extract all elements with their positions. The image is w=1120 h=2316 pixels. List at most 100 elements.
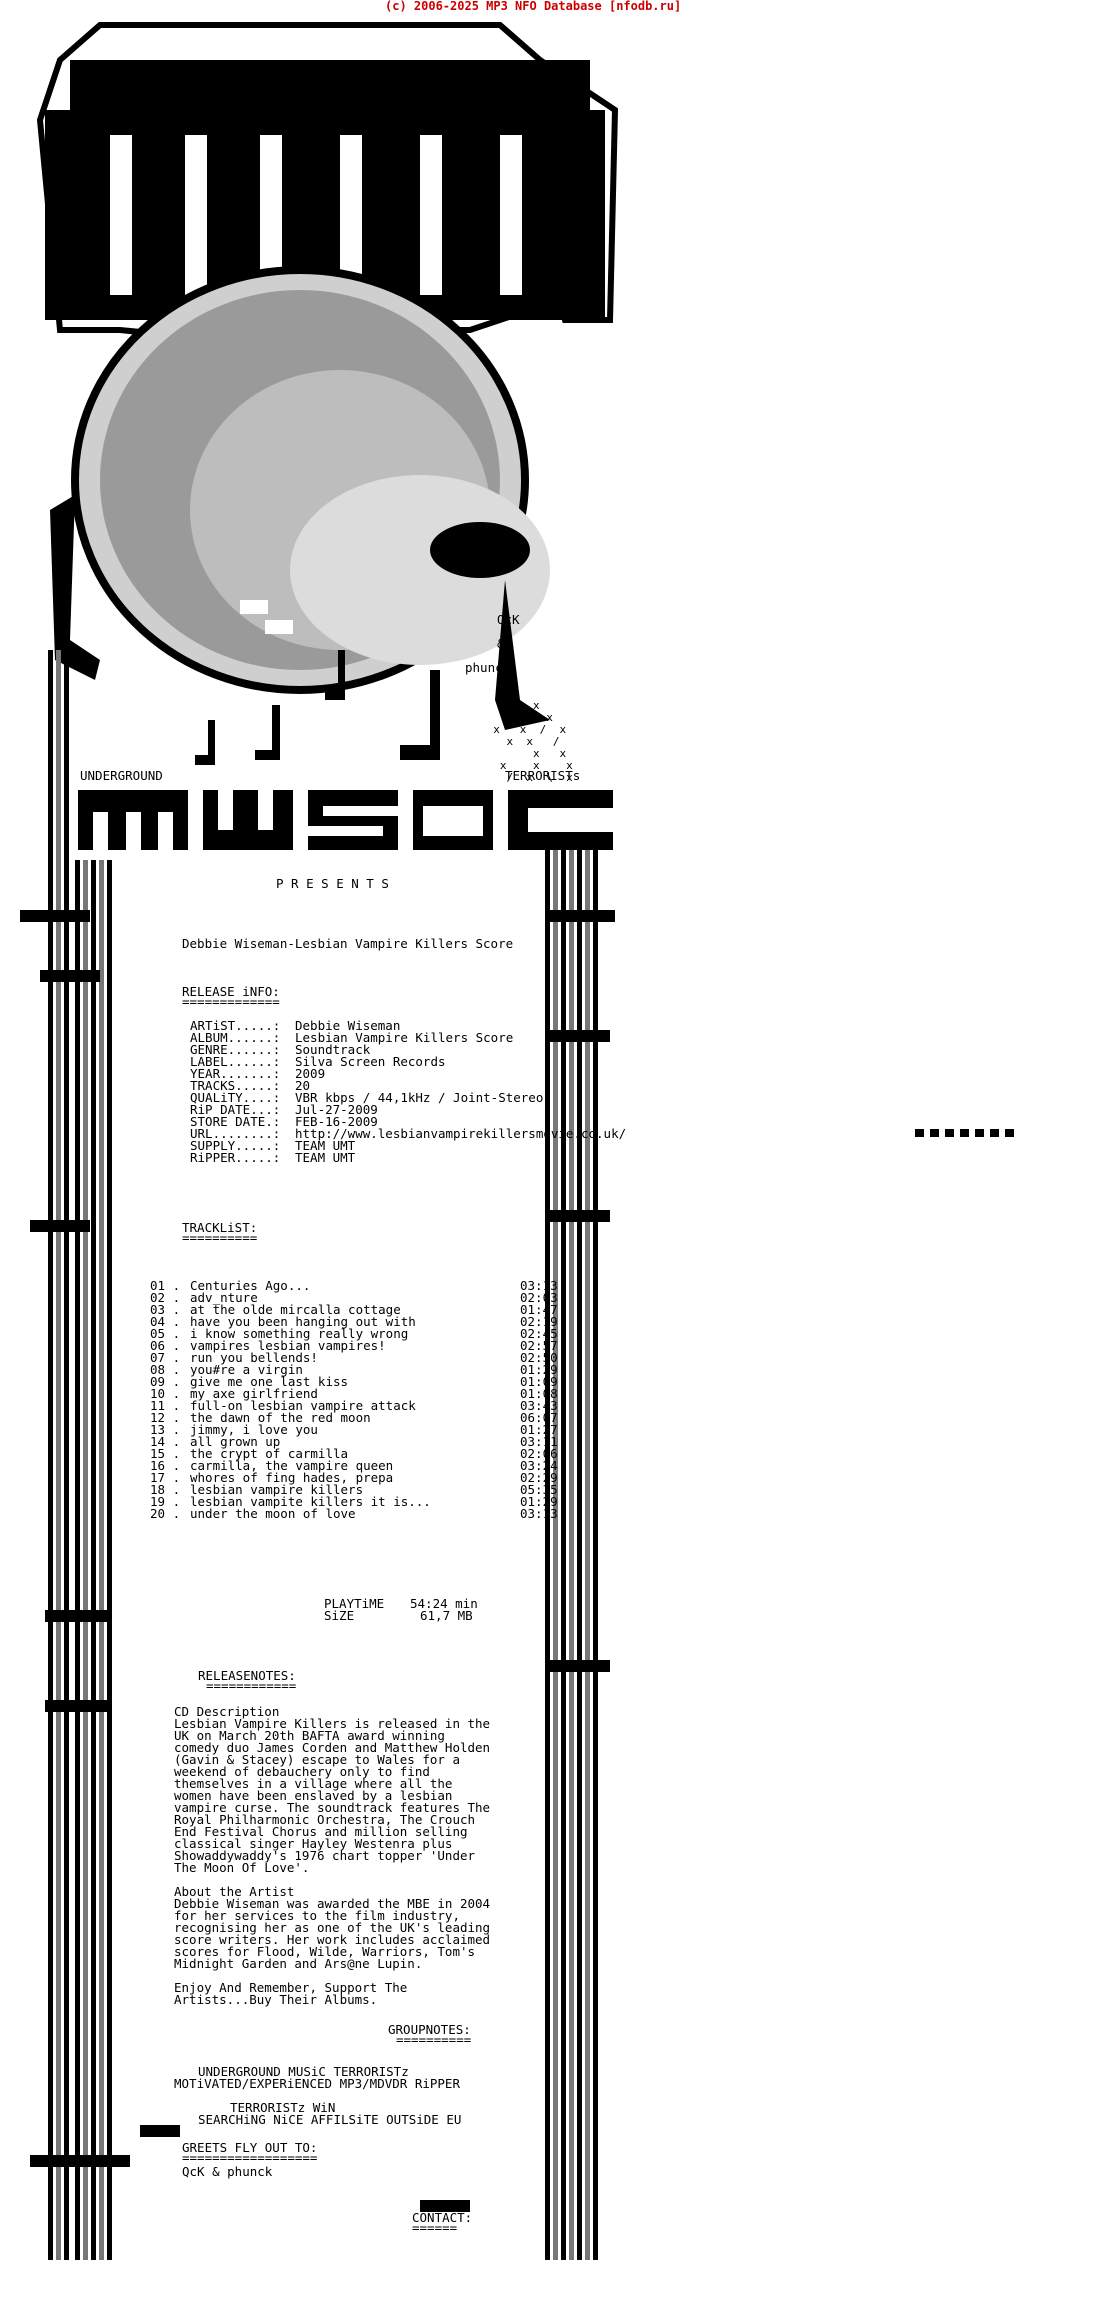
release-info-key: SUPPLY.....: [190, 1138, 281, 1153]
playtime-label: PLAYTiME [324, 1596, 385, 1611]
release-info-key: RiP DATE...: [190, 1102, 281, 1117]
track-time: 03:13 [520, 1278, 558, 1293]
track-number: 16 . [150, 1458, 188, 1473]
track-title: vampires lesbian vampires! [190, 1338, 386, 1353]
track-row: 01 . Centuries Ago...03:13 [150, 1278, 558, 1293]
presents-label: P R E S E N T S [276, 876, 389, 891]
release-note-line: women have been enslaved by a lesbian [174, 1788, 453, 1803]
track-time: 02:29 [520, 1470, 558, 1485]
track-time: 03:11 [520, 1434, 558, 1449]
release-info-value: VBR kbps / 44,1kHz / Joint-Stereo [295, 1090, 544, 1105]
contact-heading: CONTACT: [412, 2210, 473, 2225]
release-info-row: URL........:http://www.lesbianvampirekil… [190, 1126, 627, 1141]
track-number: 08 . [150, 1362, 188, 1377]
release-info-heading: RELEASE iNFO: [182, 984, 280, 999]
release-note-line: Artists...Buy Their Albums. [174, 1992, 378, 2007]
clef-decor [545, 910, 615, 922]
credit-qck: QcK [497, 612, 520, 627]
track-number: 07 . [150, 1350, 188, 1365]
clef-decor [30, 2155, 130, 2167]
release-note-line: themselves in a village where all the [174, 1776, 453, 1791]
clef-decor [550, 1660, 610, 1672]
track-time: 01:47 [520, 1302, 558, 1317]
release-info-value: 20 [295, 1078, 311, 1093]
track-time: 01:29 [520, 1494, 558, 1509]
release-info-row: GENRE......:Soundtrack [190, 1043, 626, 1056]
credit-ampersand: & [497, 636, 505, 651]
track-title: under the moon of love [190, 1506, 356, 1521]
groupnotes-line-3: TERRORISTz WiN [230, 2100, 336, 2115]
release-note-line: Enjoy And Remember, Support The [174, 1980, 408, 1995]
track-title: jimmy, i love you [190, 1422, 318, 1437]
release-info-row: RiP DATE...:Jul-27-2009 [190, 1102, 626, 1117]
release-info-value: Silva Screen Records [295, 1054, 446, 1069]
release-note-line: Royal Philharmonic Orchestra, The Crouch [174, 1812, 476, 1827]
release-note-line: vampire curse. The soundtrack features T… [174, 1800, 491, 1815]
track-title: whores of fing hades, prepa [190, 1470, 394, 1485]
size-label: SiZE [324, 1608, 355, 1623]
release-info-key: TRACKS.....: [190, 1078, 281, 1093]
groupnotes-line-1: UNDERGROUND MUSiC TERRORISTz [198, 2064, 409, 2079]
track-title: all grown up [190, 1434, 281, 1449]
release-note-line: Midnight Garden and Ars@ne Lupin. [174, 1956, 423, 1971]
track-time: 01:27 [520, 1422, 558, 1437]
track-time: 01:09 [520, 1374, 558, 1389]
release-note-line: classical singer Hayley Westenra plus [174, 1836, 453, 1851]
release-note-line: scores for Flood, Wilde, Warriors, Tom's [174, 1944, 476, 1959]
release-info-row: STORE DATE.:FEB-16-2009 [190, 1114, 626, 1129]
tracklist-underline: ========== [182, 1230, 258, 1245]
playtime-value: 54:24 min [410, 1596, 478, 1611]
clef-decor [20, 910, 90, 922]
groupnotes-underline: ========== [396, 2032, 472, 2047]
release-info-underline: ============= [182, 994, 280, 1009]
x-pattern: x x x x x x / x x x / x x x x x / x \ x [493, 699, 573, 784]
track-time: 02:03 [520, 1290, 558, 1305]
track-title: lesbian vampite killers it is... [190, 1494, 431, 1509]
release-info-row: TRACKS.....: 20 [190, 1078, 626, 1093]
logo-underground-word: UNDERGROUND [80, 768, 163, 783]
release-note-line: UK on March 20th BAFTA award winning [174, 1728, 445, 1743]
track-title: the dawn of the red moon [190, 1410, 371, 1425]
track-time: 01:29 [520, 1362, 558, 1377]
track-title: you#re a virgin [190, 1362, 303, 1377]
tracklist-heading: TRACKLiST: [182, 1220, 258, 1235]
release-info-row: ARTiST.....:Debbie Wiseman [190, 1019, 626, 1032]
clef-decor [550, 1210, 610, 1222]
release-note-line: About the Artist [174, 1884, 295, 1899]
release-info-key: RiPPER.....: [190, 1150, 281, 1165]
track-row: 19 . lesbian vampite killers it is...01:… [150, 1494, 558, 1509]
track-row: 06 . vampires lesbian vampires!02:57 [150, 1338, 558, 1353]
track-row: 08 . you#re a virgin 01:29 [150, 1362, 558, 1377]
track-title: my axe girlfriend [190, 1386, 318, 1401]
groupnotes-heading: GROUPNOTES: [388, 2022, 471, 2037]
track-number: 11 . [150, 1398, 188, 1413]
track-number: 09 . [150, 1374, 188, 1389]
clef-decor [420, 2200, 470, 2212]
copyright-header: (c) 2006-2025 MP3 NFO Database [nfodb.ru… [385, 0, 682, 13]
track-time: 02:57 [520, 1338, 558, 1353]
clef-decor [30, 1220, 90, 1232]
track-time: 03:24 [520, 1458, 558, 1473]
release-note-line: recognising her as one of the UK's leadi… [174, 1920, 491, 1935]
groupnotes-line-2: MOTiVATED/EXPERiENCED MP3/MDVDR RiPPER [174, 2076, 460, 2091]
track-title: lesbian vampire killers [190, 1482, 364, 1497]
release-info-value[interactable]: http://www.lesbianvampirekillersmovie.co… [295, 1126, 627, 1141]
track-number: 05 . [150, 1326, 188, 1341]
release-info-value: TEAM UMT [295, 1138, 356, 1153]
track-row: 07 . run you bellends!02:50 [150, 1350, 558, 1365]
release-info-value: FEB-16-2009 [295, 1114, 378, 1129]
release-note-line: Lesbian Vampire Killers is released in t… [174, 1716, 491, 1731]
contact-underline: ====== [412, 2220, 458, 2235]
release-note-line: The Moon Of Love'. [174, 1860, 310, 1875]
